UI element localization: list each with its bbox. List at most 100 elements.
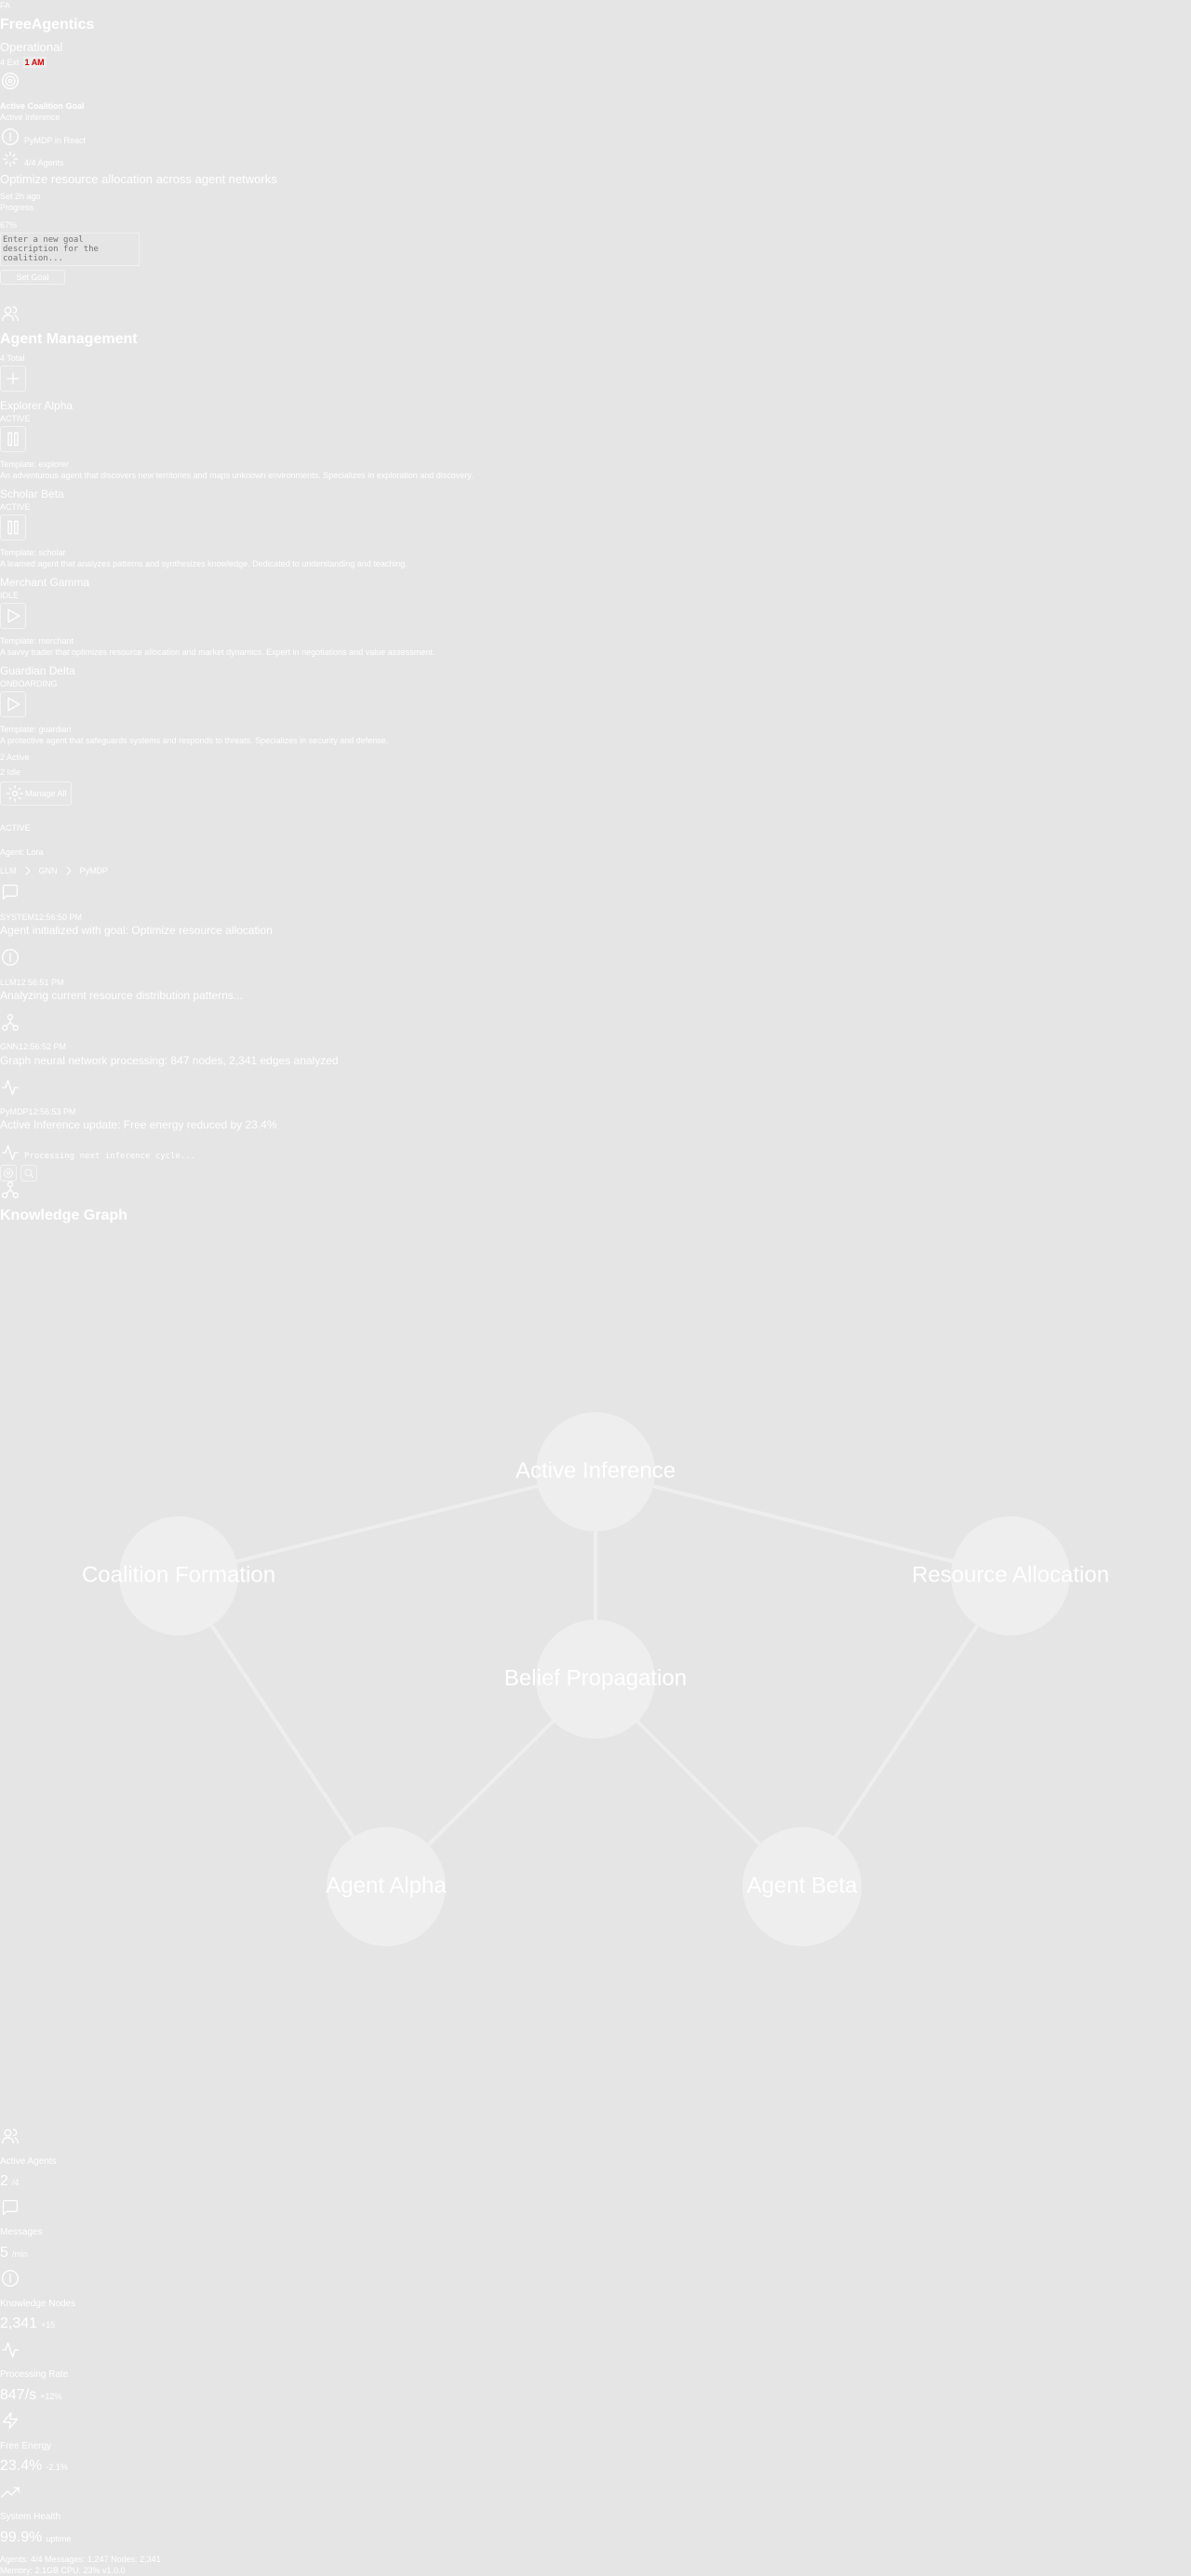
- conversation-agent: Agent: Lora: [0, 848, 44, 858]
- agent-management-title: Agent Management: [0, 330, 138, 347]
- graph-node-circle[interactable]: [536, 1620, 655, 1739]
- summary-idle: 2 Idle: [0, 767, 21, 778]
- info-icon: [0, 947, 20, 968]
- manage-all-button[interactable]: Manage All: [0, 781, 72, 807]
- crumb-llm: LLM: [0, 866, 17, 876]
- metric-value: 99.9%: [0, 2529, 43, 2545]
- pipeline-breadcrumb: LLM GNN PyMDP: [0, 863, 1191, 878]
- metric-unit: +12%: [40, 2391, 62, 2401]
- message-header: GNN12:56:52 PM: [0, 1042, 67, 1052]
- message-header: SYSTEM12:56:50 PM: [0, 912, 83, 922]
- graph-node-label: Active Inference: [515, 1458, 676, 1483]
- settings-button[interactable]: [0, 1164, 17, 1181]
- users-icon: [0, 303, 20, 324]
- agent-status: ACTIVE: [0, 502, 31, 513]
- graph-edge: [235, 1484, 539, 1564]
- info-icon: [0, 2268, 20, 2289]
- graph-node-circle[interactable]: [743, 1827, 862, 1946]
- goal-set-time: Set 2h ago: [0, 192, 41, 202]
- goal-panel-title: Active Coalition Goal: [0, 100, 85, 111]
- graph-node-circle[interactable]: [119, 1516, 238, 1635]
- metric-value: 2,341: [0, 2316, 38, 2332]
- graph-node-label: Resource Allocation: [912, 1562, 1109, 1587]
- set-goal-label: Set Goal: [16, 272, 49, 282]
- pause-icon: [3, 517, 23, 538]
- goal-input[interactable]: [0, 232, 140, 266]
- agent-description: An adventurous agent that discovers new …: [0, 470, 474, 480]
- metric-title: Processing Rate: [0, 2369, 69, 2381]
- status-label: Operational: [0, 39, 63, 54]
- graph-node-circle[interactable]: [327, 1827, 446, 1946]
- set-goal-button[interactable]: Set Goal: [0, 269, 65, 285]
- plus-icon: [3, 368, 23, 389]
- graph-node-circle[interactable]: [951, 1516, 1070, 1635]
- start-agent-button[interactable]: [0, 691, 26, 718]
- network-icon: [0, 1180, 20, 1200]
- metric-value: 23.4%: [0, 2458, 43, 2475]
- agent-name: Merchant Gamma: [0, 575, 90, 589]
- play-icon: [3, 606, 23, 626]
- pause-icon: [3, 429, 23, 449]
- graph-node-label: Belief Propagation: [504, 1665, 687, 1690]
- manage-all-label: Manage All: [25, 789, 67, 799]
- graph-node-ai[interactable]: Active Inference: [515, 1412, 676, 1531]
- prep-label: PyMDP in React: [24, 135, 86, 145]
- graph-node-circle[interactable]: [536, 1412, 655, 1531]
- pause-agent-button[interactable]: [0, 514, 26, 541]
- activity-icon: [0, 2340, 20, 2360]
- graph-node-bp[interactable]: Belief Propagation: [504, 1620, 687, 1739]
- message-text: Analyzing current resource distribution …: [0, 988, 243, 1002]
- agent-name: Explorer Alpha: [0, 398, 74, 412]
- graph-edge: [636, 1719, 762, 1847]
- start-agent-button[interactable]: [0, 603, 26, 630]
- progress-label: Progress: [0, 203, 34, 213]
- agent-description: A protective agent that safeguards syste…: [0, 736, 389, 746]
- agent-name: Guardian Delta: [0, 664, 75, 678]
- search-button[interactable]: [20, 1164, 37, 1181]
- message-header: LLM12:56:51 PM: [0, 977, 64, 987]
- agent-template: Template: guardian: [0, 724, 72, 734]
- agent-status: IDLE: [0, 591, 20, 601]
- goal-panel: Active Coalition Goal Active Inference P…: [0, 71, 277, 285]
- goal-panel-subtitle: Active Inference: [0, 112, 60, 122]
- metric-title: Active Agents: [0, 2156, 57, 2167]
- graph-node-cf[interactable]: Coalition Formation: [82, 1516, 275, 1635]
- pause-agent-button[interactable]: [0, 426, 26, 453]
- users-icon: [0, 2126, 20, 2146]
- app-title: FreeAgentics: [0, 17, 95, 33]
- graph-node-ab[interactable]: Agent Beta: [743, 1827, 862, 1946]
- message-text: Agent initialized with goal: Optimize re…: [0, 923, 273, 937]
- agent-name: Scholar Beta: [0, 487, 64, 501]
- graph-node-label: Coalition Formation: [82, 1562, 275, 1587]
- play-icon: [3, 694, 23, 714]
- gear-icon: [2, 1167, 15, 1180]
- goal-text: Optimize resource allocation across agen…: [0, 171, 277, 186]
- graph-node-ra[interactable]: Resource Allocation: [912, 1516, 1109, 1635]
- graph-edge: [652, 1484, 954, 1564]
- graph-node-aa[interactable]: Agent Alpha: [326, 1827, 447, 1946]
- metric-title: System Health: [0, 2512, 61, 2523]
- header: FA FreeAgentics Operational 4 Ext 1 AM: [0, 0, 95, 69]
- metric-unit: uptime: [46, 2533, 72, 2543]
- metric-value: 5: [0, 2244, 8, 2261]
- progress-percent: 67%: [0, 220, 18, 230]
- graph-node-label: Agent Alpha: [326, 1873, 447, 1898]
- agent-status: ACTIVE: [0, 413, 31, 423]
- agent-template: Template: merchant: [0, 635, 74, 646]
- add-agent-button[interactable]: [0, 366, 26, 393]
- metric-title: Knowledge Nodes: [0, 2298, 76, 2309]
- agents-label: 4/4 Agents: [24, 157, 64, 167]
- knowledge-graph-header: Knowledge Graph: [0, 1180, 127, 1225]
